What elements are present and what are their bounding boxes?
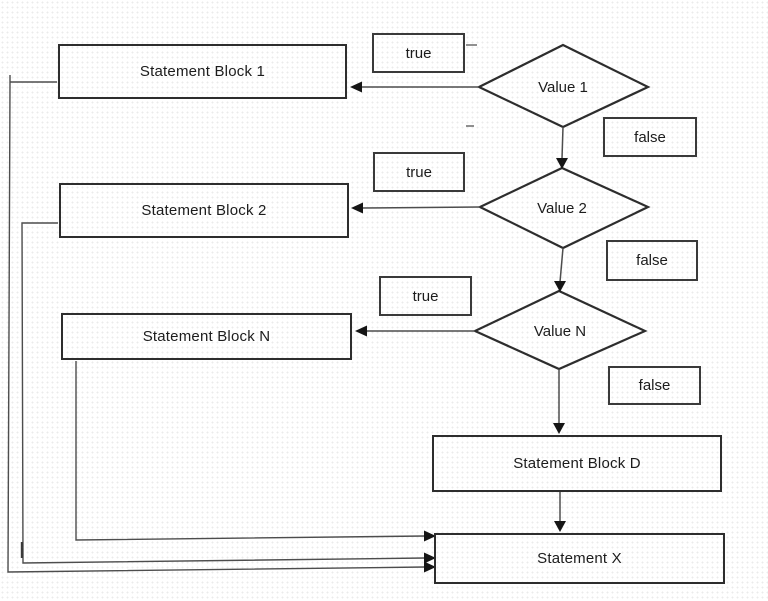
statement-block-x-label: Statement X	[537, 550, 622, 567]
connector-block2-blockX	[21, 222, 426, 564]
decision-value2-label: Value 2	[537, 199, 587, 217]
true-label-3-text: true	[412, 287, 439, 305]
true-label-1: true	[372, 33, 465, 73]
statement-block-n: Statement Block N	[61, 313, 352, 360]
decision-value1-shape	[476, 43, 651, 129]
arrowhead-into-blockN	[355, 325, 367, 337]
true-label-1-text: true	[405, 44, 432, 62]
true-label-2-text: true	[406, 163, 432, 181]
arrowhead-into-valueN	[554, 281, 566, 292]
true-label-3: true	[379, 276, 472, 316]
statement-block-2: Statement Block 2	[59, 183, 349, 238]
connector-value2-false	[559, 247, 564, 283]
statement-block-d-label: Statement Block D	[513, 455, 641, 472]
statement-block-1-label: Statement Block 1	[139, 63, 266, 80]
false-label-1-text: false	[634, 128, 666, 146]
statement-block-1: Statement Block 1	[58, 44, 347, 99]
arrowhead-into-block1	[350, 81, 362, 93]
decision-valueN-label: Value N	[533, 322, 587, 340]
decision-value1-label: Value 1	[538, 78, 588, 96]
arrowhead-into-blockD	[553, 423, 565, 434]
arrowhead-into-value2	[556, 158, 568, 169]
decision-valueN-shape	[472, 289, 648, 371]
false-label-3-text: false	[638, 377, 671, 394]
false-label-1: false	[603, 117, 697, 157]
statement-block-d: Statement Block D	[432, 435, 722, 492]
arrowhead-into-blockX-top	[554, 521, 566, 532]
statement-block-2-label: Statement Block 2	[141, 202, 267, 219]
connector-blockN-blockX	[75, 361, 426, 541]
connector-value2-true	[360, 206, 481, 209]
statement-block-n-label: Statement Block N	[142, 328, 271, 345]
statement-block-x: Statement X	[434, 533, 725, 584]
decision-value2-shape	[477, 166, 651, 250]
false-label-2-text: false	[636, 252, 668, 269]
connector-value1-false	[561, 126, 564, 160]
arrowhead-into-block2	[351, 202, 363, 214]
false-label-2: false	[606, 240, 698, 281]
true-label-2: true	[373, 152, 465, 192]
false-label-3: false	[608, 366, 701, 405]
